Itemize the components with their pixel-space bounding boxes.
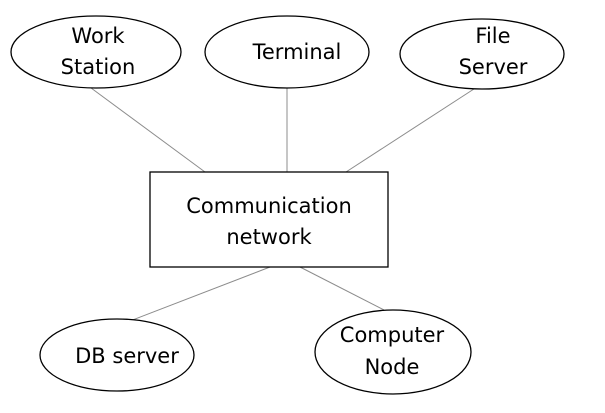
terminal-node: Terminal — [204, 15, 370, 89]
dbserver-node: DB server — [39, 318, 195, 392]
fileserver-label-line2: Server — [459, 55, 528, 79]
fileserver-ellipse — [399, 18, 565, 90]
computernode-ellipse — [314, 309, 472, 395]
workstation-node: Work Station — [10, 15, 182, 89]
computernode-label-line1: Computer — [340, 323, 445, 347]
communication-network-label-line1: Communication — [186, 194, 352, 218]
connector-dbserver — [116, 266, 271, 327]
communication-network-node: Communication network — [149, 171, 389, 268]
dbserver-ellipse — [39, 318, 195, 392]
fileserver-node: File Server — [399, 18, 565, 90]
fileserver-label-line1: File — [475, 24, 510, 48]
connector-workstation — [86, 84, 206, 173]
dbserver-label: DB server — [75, 344, 179, 368]
workstation-ellipse — [10, 15, 182, 89]
computernode-label-line2: Node — [365, 355, 420, 379]
terminal-label: Terminal — [252, 40, 342, 64]
computernode-node: Computer Node — [314, 309, 472, 395]
workstation-label-line1: Work — [71, 24, 125, 48]
communication-network-label-line2: network — [226, 225, 312, 249]
connector-fileserver — [345, 86, 478, 173]
connector-computernode — [299, 266, 385, 311]
workstation-label-line2: Station — [61, 55, 136, 79]
connectors — [86, 84, 478, 327]
communication-network-box — [149, 171, 389, 268]
terminal-ellipse — [204, 15, 370, 89]
